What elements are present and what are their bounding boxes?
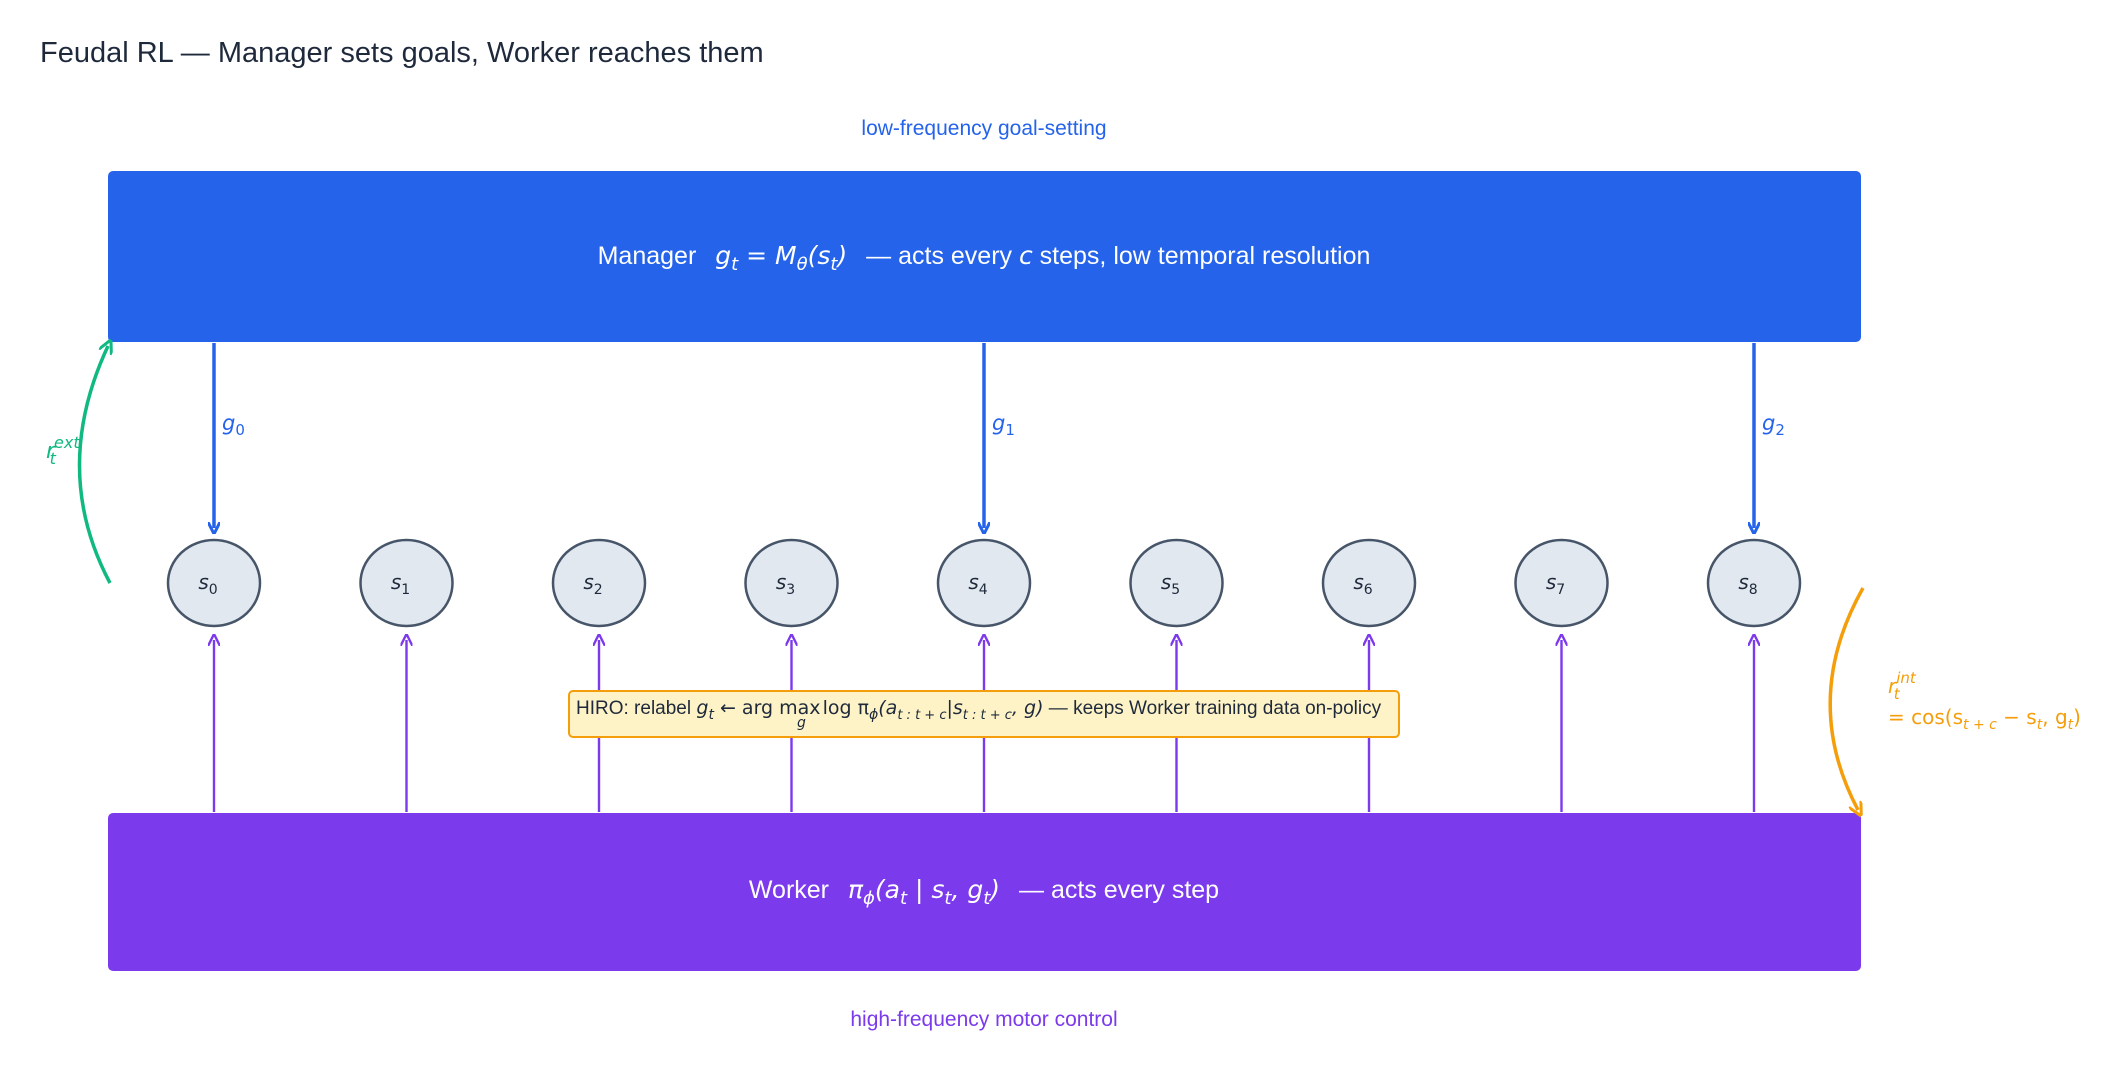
manager-formula: gt = Mθ(st): [715, 241, 847, 275]
worker-prefix: Worker: [749, 876, 829, 904]
worker-box: [108, 813, 1861, 971]
state-label: s8: [1738, 570, 1757, 598]
goal-label-0: g0: [222, 411, 245, 439]
worker-suffix: — acts every step: [1019, 876, 1219, 904]
manager-label: Manager gt = Mθ(st) — acts every c steps…: [598, 241, 1371, 275]
intrinsic-reward-formula: = cos(st + c − st, gt): [1888, 705, 2081, 733]
state-circle: [551, 538, 647, 628]
state-node-2: s2: [551, 538, 647, 628]
state-node-4: s4: [936, 538, 1032, 628]
states-row: s0 s1 s2 s3 s4 s5 s6 s7 s8: [166, 538, 1802, 628]
state-circle: [1129, 538, 1224, 628]
top-caption: low-frequency goal-setting: [861, 117, 1106, 140]
hiro-suffix: — keeps Worker training data on-policy: [1044, 698, 1382, 719]
state-circle: [1706, 538, 1802, 628]
goal-arrows: g0 g1 g2: [214, 343, 1785, 528]
state-circle: [1321, 538, 1417, 628]
manager-prefix: Manager: [598, 242, 697, 270]
state-circle: [744, 538, 839, 628]
state-node-5: s5: [1129, 538, 1224, 628]
state-node-7: s7: [1514, 538, 1609, 628]
manager-box: [108, 171, 1861, 342]
page-title: Feudal RL — Manager sets goals, Worker r…: [40, 37, 764, 69]
intrinsic-reward-arrow: [1828, 587, 1865, 810]
hiro-box: [568, 690, 1400, 738]
state-label: s2: [583, 570, 602, 598]
state-label: s6: [1353, 570, 1372, 598]
state-node-6: s6: [1321, 538, 1417, 628]
state-label: s1: [391, 570, 410, 598]
goal-label-2: g2: [1762, 411, 1785, 439]
state-circle: [359, 538, 454, 628]
state-node-8: s8: [1706, 538, 1802, 628]
state-circle: [936, 538, 1032, 628]
state-label: s7: [1546, 570, 1565, 598]
worker-formula: πϕ(at | st, gt): [848, 875, 1000, 909]
goal-label-1: g1: [992, 411, 1015, 439]
state-label: s4: [968, 570, 987, 598]
state-circle: [1514, 538, 1609, 628]
state-node-3: s3: [744, 538, 839, 628]
extrinsic-reward-arrow: [77, 346, 110, 584]
state-node-1: s1: [359, 538, 454, 628]
manager-suffix: — acts every c steps, low temporal resol…: [866, 241, 1370, 270]
state-label: s3: [776, 570, 795, 598]
state-node-0: s0: [166, 538, 262, 628]
bottom-caption: high-frequency motor control: [850, 1008, 1117, 1031]
worker-label: Worker πϕ(at | st, gt) — acts every step: [749, 875, 1219, 909]
state-circle: [166, 538, 262, 628]
hiro-prefix: HIRO: relabel: [576, 698, 696, 719]
state-label: s0: [198, 570, 217, 598]
hiro-argmax-under: g: [797, 715, 806, 731]
state-label: s5: [1161, 570, 1180, 598]
